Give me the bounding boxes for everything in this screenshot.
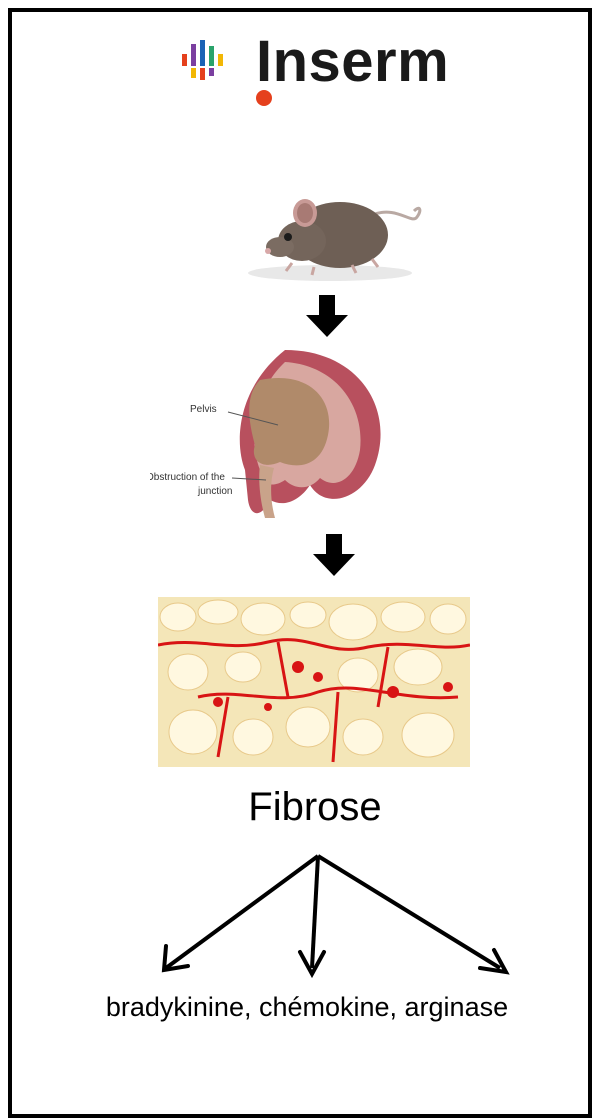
arrowhead-icon xyxy=(480,950,506,972)
markers-label: bradykinine, chémokine, arginase xyxy=(20,992,594,1023)
